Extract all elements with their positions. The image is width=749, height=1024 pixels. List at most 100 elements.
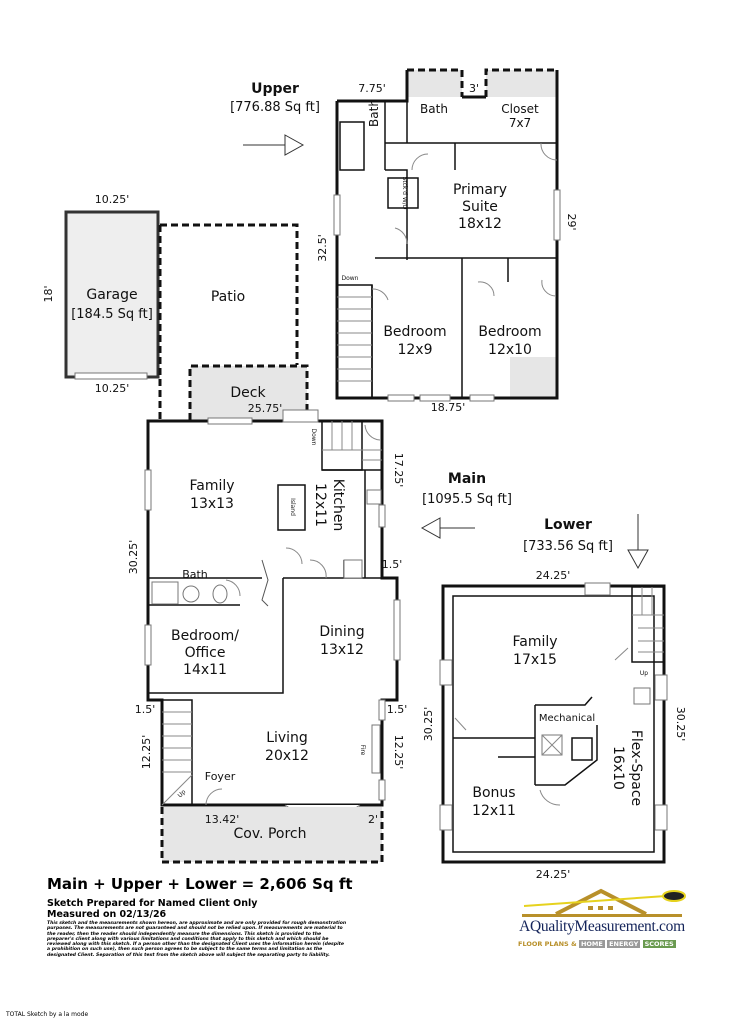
logo-tagline-a: FLOOR PLANS &: [518, 940, 577, 948]
upper-dim-bottom: 18.75': [431, 401, 466, 414]
island-label: Island: [289, 498, 296, 516]
patio: Patio: [158, 223, 299, 420]
disclaimer: This sketch and the measurements shown h…: [47, 921, 347, 958]
main-down-label: Down: [310, 428, 317, 445]
bedroom1-label: Bedroom: [383, 324, 446, 340]
flex-space-label: Flex-Space: [628, 730, 644, 806]
logo-tagline-d: SCORES: [642, 940, 676, 948]
living-size: 20x12: [265, 748, 309, 764]
main-dim-right-lower: 12.25': [392, 735, 405, 770]
main-dim-left-lower: 12.25': [140, 735, 153, 770]
main-up-label: Up: [177, 788, 188, 799]
closet-size: 7x7: [509, 116, 531, 130]
garage-dim-bottom: 10.25': [95, 382, 130, 395]
bedroom-office-size: 14x11: [183, 662, 227, 678]
stairs-main: [321, 420, 382, 471]
arrow-down-icon: [627, 514, 649, 570]
main-dim-right-jog2: 1.5': [387, 703, 408, 716]
stove-icon: [343, 559, 363, 579]
covered-porch: 13.42' 2' Cov. Porch: [160, 807, 384, 864]
kitchen-label: Kitchen: [330, 479, 346, 532]
family-size: 13x13: [190, 496, 234, 512]
deck-dim: 25.75': [248, 402, 283, 415]
water-heater-icon: [571, 737, 593, 761]
primary-suite-label2: Suite: [462, 199, 498, 215]
lower-floor: Family 17x15 Mechanical Bonus 12x11 Flex…: [422, 569, 687, 881]
upper-floor: Bath Bath Closet 7x7 Primary Suite 18x12…: [316, 68, 578, 414]
logo-tagline-c: ENERGY: [607, 940, 641, 948]
main-bath-label: Bath: [182, 568, 208, 581]
dining-size: 13x12: [320, 642, 364, 658]
main-floor: Family 13x13 Kitchen 12x11 Island Down B…: [127, 409, 408, 816]
lower-title: Lower: [544, 517, 592, 533]
lower-dim-bottom: 24.25': [536, 868, 571, 881]
living-label: Living: [266, 730, 308, 746]
logo-tagline: FLOOR PLANS & HOME ENERGY SCORES: [518, 940, 676, 948]
fridge-icon: [366, 489, 382, 505]
porch-label: Cov. Porch: [234, 826, 307, 842]
bonus-size: 12x11: [472, 803, 516, 819]
sump-icon: [633, 687, 651, 705]
arrow-right-icon: [243, 134, 305, 156]
arrow-left-icon: [420, 517, 475, 539]
kitchen-size: 12x11: [312, 483, 328, 527]
upper-area: [776.88 Sq ft]: [230, 100, 320, 115]
main-dim-right-upper: 17.25': [392, 453, 405, 488]
garage: Garage [184.5 Sq ft] 10.25' 10.25' 18': [42, 193, 160, 395]
bathtub-icon: [339, 121, 365, 171]
bedroom2-size: 12x10: [488, 342, 532, 358]
lower-area: [733.56 Sq ft]: [523, 539, 613, 554]
footer-credit: TOTAL Sketch by a la mode: [6, 1011, 89, 1018]
mechanical-label: Mechanical: [539, 713, 595, 724]
upper-dim-left: 32.5': [316, 234, 329, 262]
lower-family-label: Family: [512, 634, 557, 650]
upper-down-label: Down: [341, 275, 358, 282]
main-dim-right-jog: 1.5': [382, 558, 403, 571]
lower-up-label: Up: [640, 670, 648, 677]
garage-dim-side: 18': [42, 285, 55, 302]
toilet-icon: [212, 584, 228, 604]
lower-dim-left: 30.25': [422, 707, 435, 742]
fireplace-icon: [371, 724, 381, 774]
kitchen-island: [277, 484, 306, 531]
prepared-note: Sketch Prepared for Named Client Only Me…: [47, 898, 257, 920]
bedroom2-label: Bedroom: [478, 324, 541, 340]
bedroom-office-label: Bedroom/: [171, 628, 239, 644]
company-logo: AQualityMeasurement.com FLOOR PLANS & HO…: [516, 888, 688, 958]
garage-dim-top: 10.25': [95, 193, 130, 206]
flex-space-size: 16x10: [610, 746, 626, 790]
prepared-for: Sketch Prepared for Named Client Only: [47, 898, 258, 909]
total-area: Main + Upper + Lower = 2,606 Sq ft: [47, 875, 353, 893]
stairs-upper: [336, 284, 373, 399]
upper-dim-right: 29': [565, 213, 578, 230]
washer-dryer-icon: [387, 177, 419, 209]
bedroom1-size: 12x9: [397, 342, 432, 358]
main-title: Main: [448, 471, 486, 487]
family-label: Family: [189, 478, 234, 494]
house-tape-logo-icon: [522, 888, 686, 917]
main-dim-left-jog: 1.5': [135, 703, 156, 716]
porch-dim-width: 13.42': [205, 813, 240, 826]
primary-suite-label: Primary: [453, 182, 507, 198]
bonus-label: Bonus: [472, 785, 515, 801]
stacked-wd-label: Stck'd W/D: [401, 177, 408, 210]
garage-label: Garage: [86, 287, 137, 303]
measured-date: Measured on 02/13/26: [47, 909, 167, 920]
deck-label: Deck: [230, 385, 266, 401]
patio-label: Patio: [211, 289, 245, 305]
garage-area: [184.5 Sq ft]: [71, 307, 153, 322]
main-area: [1095.5 Sq ft]: [422, 492, 512, 507]
main-dim-left: 30.25': [127, 540, 140, 575]
logo-tagline-b: HOME: [578, 940, 605, 948]
dining-label: Dining: [319, 624, 364, 640]
bedroom-office-label2: Office: [185, 645, 226, 661]
closet-label: Closet: [501, 102, 539, 116]
lower-dim-right: 30.25': [674, 707, 687, 742]
foyer-label: Foyer: [205, 770, 236, 783]
primary-suite-size: 18x12: [458, 216, 502, 232]
lower-family-size: 17x15: [513, 652, 557, 668]
upper-dim-top-mid: 3': [469, 82, 479, 95]
stairs-lower: [631, 586, 665, 663]
lower-dim-top: 24.25': [536, 569, 571, 582]
